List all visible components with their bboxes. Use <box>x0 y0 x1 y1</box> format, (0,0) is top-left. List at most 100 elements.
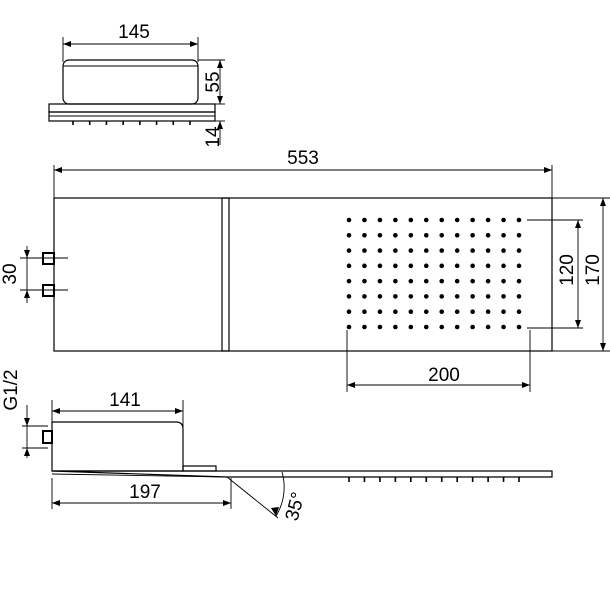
nozzle-dot <box>362 324 367 330</box>
nozzle-dot <box>454 248 460 253</box>
nozzle-dot <box>408 232 414 238</box>
nozzle-dot <box>501 278 506 284</box>
nozzle-dot <box>501 217 506 223</box>
nozzle-dot <box>423 232 429 238</box>
dim-nozzle-width: 200 <box>428 365 460 386</box>
nozzle-dot <box>346 248 352 253</box>
nozzle-dot <box>393 278 398 284</box>
nozzle-dot <box>439 309 445 315</box>
side-view-box <box>51 421 184 472</box>
nozzle-dot <box>377 294 383 299</box>
dim-side-box-width: 141 <box>109 390 141 411</box>
nozzle-dot <box>454 232 460 238</box>
nozzle-dot <box>516 294 522 299</box>
nozzle-dot <box>516 232 522 238</box>
nozzle-dot <box>377 309 383 315</box>
dim-top-width: 145 <box>118 22 150 43</box>
dim-inlet-spacing: 30 <box>0 263 21 284</box>
nozzle-dot <box>362 263 367 269</box>
nozzle-dot <box>362 217 367 223</box>
nozzle-dot <box>423 294 429 299</box>
nozzle-dot <box>454 263 460 269</box>
nozzle-dot <box>362 232 367 238</box>
dim-tilt-angle: 35° <box>282 490 310 523</box>
nozzle-dot <box>516 278 522 284</box>
nozzle-dot <box>470 278 475 284</box>
nozzle-dot <box>408 294 414 299</box>
nozzle-grid <box>346 217 522 330</box>
nozzle-dot <box>362 278 367 284</box>
nozzle-dot <box>501 263 506 269</box>
nozzle-dot <box>362 309 367 315</box>
nozzle-dot <box>393 263 398 269</box>
nozzle-dot <box>470 294 475 299</box>
top-view-box <box>62 59 199 105</box>
nozzle-dot <box>516 217 522 223</box>
nozzle-dot <box>470 217 475 223</box>
front-view: 553 30 120 170 <box>0 148 610 392</box>
nozzle-dot <box>346 232 352 238</box>
nozzle-dot <box>470 263 475 269</box>
nozzle-dot <box>393 232 398 238</box>
nozzle-dot <box>516 309 522 315</box>
nozzle-dot <box>485 278 491 284</box>
nozzle-dot <box>423 263 429 269</box>
nozzle-dot <box>362 294 367 299</box>
nozzle-dot <box>485 248 491 253</box>
nozzle-dot <box>439 248 445 253</box>
dim-total-length: 553 <box>287 148 319 169</box>
nozzle-dot <box>423 309 429 315</box>
nozzle-dot <box>377 324 383 330</box>
nozzle-dot <box>516 263 522 269</box>
nozzle-dot <box>377 217 383 223</box>
side-inlet <box>42 430 53 444</box>
nozzle-dot <box>454 309 460 315</box>
nozzle-dot <box>377 263 383 269</box>
nozzle-dot <box>470 248 475 253</box>
nozzle-dot <box>377 248 383 253</box>
nozzle-dot <box>485 294 491 299</box>
nozzle-dot <box>408 278 414 284</box>
nozzle-dot <box>408 248 414 253</box>
nozzle-dot <box>516 324 522 330</box>
nozzle-dot <box>423 324 429 330</box>
nozzle-dot <box>346 294 352 299</box>
nozzle-dot <box>501 232 506 238</box>
nozzle-dot <box>377 278 383 284</box>
nozzle-dot <box>501 294 506 299</box>
nozzle-dot <box>470 232 475 238</box>
nozzle-dot <box>454 324 460 330</box>
side-nozzle-ticks <box>348 477 520 482</box>
nozzle-dot <box>423 217 429 223</box>
nozzle-dot <box>470 324 475 330</box>
inlet-bottom <box>42 284 55 297</box>
nozzle-dot <box>362 248 367 253</box>
nozzle-dot <box>393 309 398 315</box>
nozzle-dot <box>485 309 491 315</box>
nozzle-dot <box>439 232 445 238</box>
nozzle-dot <box>393 324 398 330</box>
nozzle-dot <box>454 294 460 299</box>
nozzle-dot <box>501 248 506 253</box>
top-view: 145 55 14 <box>48 22 225 148</box>
nozzle-dot <box>377 232 383 238</box>
plate-nozzle-ticks <box>72 121 191 125</box>
nozzle-dot <box>485 232 491 238</box>
nozzle-dot <box>423 278 429 284</box>
side-view: 141 G1/2 197 35° <box>1 369 553 523</box>
dim-thread: G1/2 <box>1 369 22 410</box>
nozzle-dot <box>393 294 398 299</box>
nozzle-dot <box>439 263 445 269</box>
dim-total-height: 170 <box>583 254 604 286</box>
dim-side-panel-width: 197 <box>129 482 161 503</box>
dim-top-height: 55 <box>203 71 224 92</box>
nozzle-dot <box>485 263 491 269</box>
dim-top-plate: 14 <box>203 126 224 148</box>
nozzle-dot <box>501 324 506 330</box>
nozzle-dot <box>470 309 475 315</box>
nozzle-dot <box>393 217 398 223</box>
nozzle-dot <box>346 324 352 330</box>
inlet-top <box>42 252 55 265</box>
nozzle-dot <box>346 263 352 269</box>
